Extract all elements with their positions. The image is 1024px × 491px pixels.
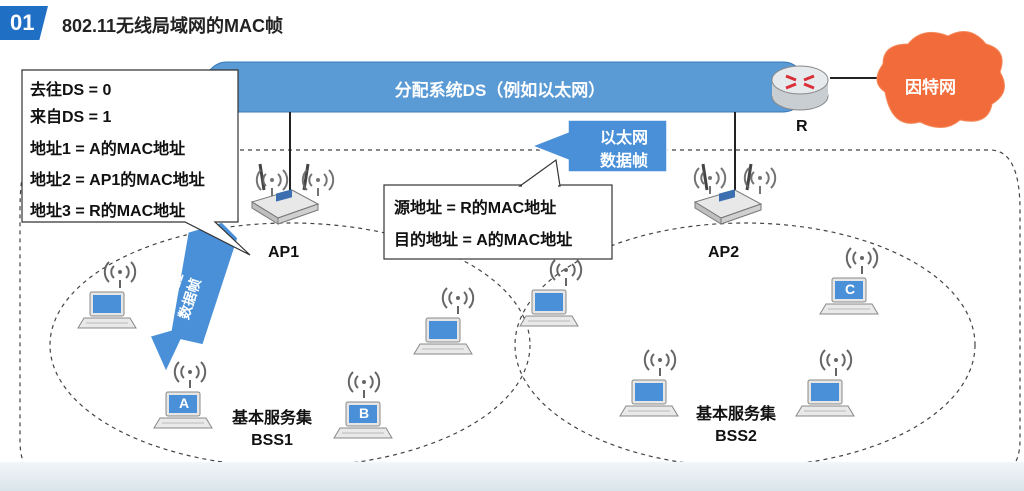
bss1-label: 基本服务集 BSS1 <box>222 408 322 452</box>
bss2-label: 基本服务集 BSS2 <box>686 404 786 448</box>
callout-mid-line: 目的地址 = A的MAC地址 <box>394 232 573 249</box>
internet-label: 因特网 <box>905 78 956 97</box>
ess-boundary <box>19 149 1021 481</box>
bottom-strip <box>0 462 1024 491</box>
callout-left-line: 地址2 = AP1的MAC地址 <box>30 172 205 189</box>
internet-cloud <box>876 31 1005 128</box>
laptop-icon <box>413 317 473 355</box>
bss2-line2: BSS2 <box>715 428 757 445</box>
laptop-icon <box>619 379 679 417</box>
ap2-label: AP2 <box>708 244 740 261</box>
bss1-line1: 基本服务集 <box>231 410 312 427</box>
ethernet-frame-arrow <box>529 119 668 173</box>
callout-mid-line: 源地址 = R的MAC地址 <box>394 200 557 217</box>
station-a-label: A <box>179 395 190 411</box>
router-label: R <box>796 118 808 135</box>
bss2-line1: 基本服务集 <box>695 406 776 423</box>
laptop-icon <box>77 291 137 329</box>
station-b-label: B <box>359 405 370 421</box>
section-badge: 01 <box>0 6 48 40</box>
page-title: 802.11无线局域网的MAC帧 <box>62 16 284 36</box>
callout-left-line: 地址3 = R的MAC地址 <box>30 203 186 220</box>
ap2-icon <box>693 163 763 225</box>
callout-left-line: 来自DS = 1 <box>30 109 112 126</box>
router-icon <box>771 65 829 111</box>
wifi-frame-arrow <box>148 221 239 374</box>
station-c-label: C <box>845 281 856 297</box>
ap1-icon <box>250 163 320 225</box>
callout-mid-box <box>383 184 613 260</box>
ethernet-frame-line1: 以太网 <box>600 130 649 147</box>
callout-left-line: 去往DS = 0 <box>30 82 112 99</box>
ethernet-frame-line2: 数据帧 <box>600 153 649 170</box>
distribution-system-label: 分配系统DS（例如以太网） <box>394 81 606 100</box>
header: 01 802.11无线局域网的MAC帧 <box>0 0 1024 50</box>
laptop-icon <box>795 379 855 417</box>
laptop-icon <box>519 289 579 327</box>
bss1-line2: BSS1 <box>251 432 293 449</box>
ap1-label: AP1 <box>268 244 300 261</box>
callout-left-box <box>21 69 251 256</box>
callout-left-line: 地址1 = A的MAC地址 <box>30 141 186 158</box>
